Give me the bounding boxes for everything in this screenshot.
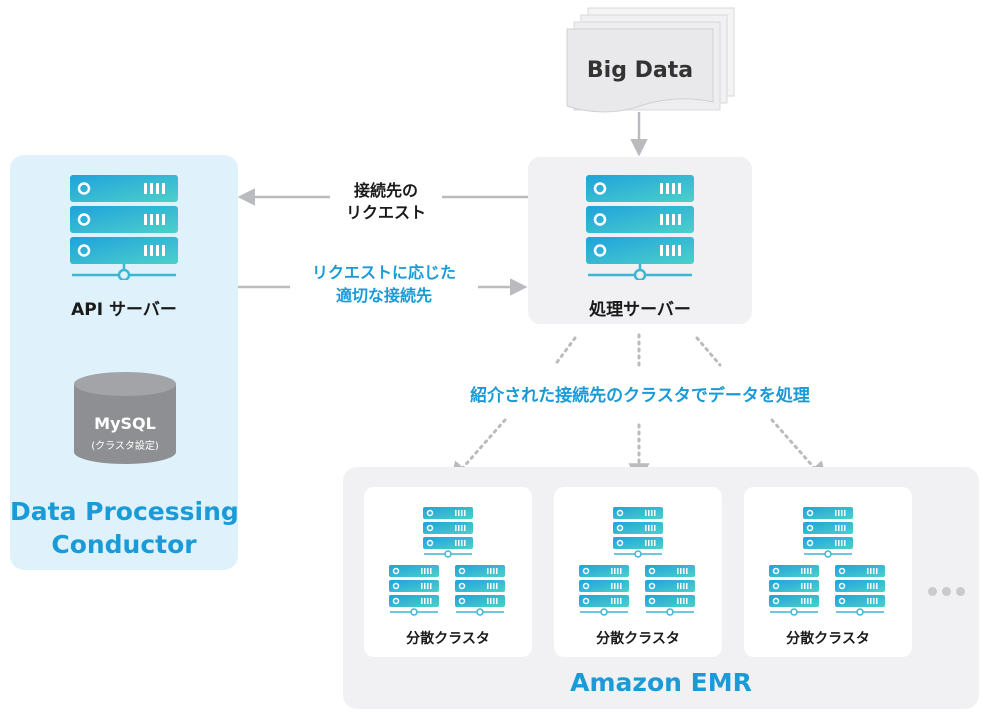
response-label-line1: リクエストに応じた (311, 263, 456, 282)
request-label-line1: 接続先の (353, 181, 418, 200)
server-small-icon (455, 565, 505, 616)
process-data-label: 紹介された接続先のクラスタでデータを処理 (420, 381, 860, 406)
amazon-emr-title: Amazon EMR (570, 668, 752, 697)
server-small-icon (389, 565, 439, 616)
dotted-bottom-left (449, 418, 507, 484)
request-label-line2: リクエスト (345, 203, 426, 222)
dotted-top-left (553, 336, 577, 367)
cluster-icon-1 (389, 507, 507, 621)
big-data-doc-stack: Big Data (566, 6, 738, 118)
server-small-icon (769, 565, 819, 616)
mysql-sublabel: (クラスタ設定) (91, 441, 159, 452)
dotted-top-right (695, 336, 722, 367)
server-small-icon (645, 565, 695, 616)
cluster-icon-2 (579, 507, 697, 621)
server-small-icon (423, 507, 473, 558)
cluster-icon-3 (769, 507, 887, 621)
big-data-label: Big Data (586, 58, 694, 83)
server-small-icon (835, 565, 885, 616)
cluster-label-3: 分散クラスタ (786, 631, 870, 647)
mysql-database-icon (74, 370, 176, 470)
response-label-line2: 適切な接続先 (335, 286, 432, 305)
more-ellipsis-icon (928, 581, 970, 600)
dotted-bottom-right (770, 418, 828, 484)
dpc-title-line2: Conductor (51, 530, 197, 559)
cluster-label-2: 分散クラスタ (596, 631, 680, 647)
mysql-label: MySQL (94, 414, 156, 433)
server-small-icon (613, 507, 663, 558)
api-server-label: API サーバー (71, 300, 177, 320)
document-stack-icon (566, 7, 735, 113)
processing-server-label: 処理サーバー (589, 300, 691, 320)
dpc-title-line1: Data Processing (10, 497, 239, 526)
processing-server-icon (586, 175, 694, 280)
cluster-label-1: 分散クラスタ (406, 631, 490, 647)
server-small-icon (803, 507, 853, 558)
api-server-icon (70, 175, 178, 280)
server-small-icon (579, 565, 629, 616)
